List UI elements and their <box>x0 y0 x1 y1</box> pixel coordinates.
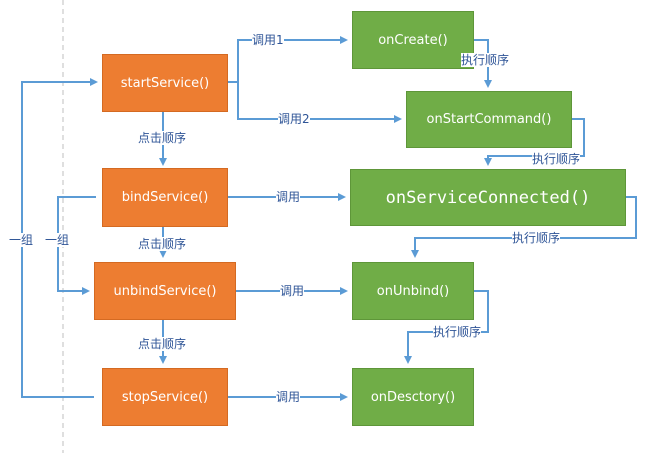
label-exec-order-2: 执行顺序 <box>532 152 581 166</box>
start-service-box: startService() <box>102 54 228 112</box>
on-service-connected-box: onServiceConnected() <box>350 169 626 226</box>
unbind-service-box: unbindService() <box>94 262 236 320</box>
on-start-command-box: onStartCommand() <box>406 91 572 148</box>
on-unbind-box: onUnbind() <box>352 262 474 320</box>
label-exec-order-3: 执行顺序 <box>512 231 561 245</box>
on-create-box: onCreate() <box>352 11 474 69</box>
arrow-onunbind-to-ondestroy <box>404 290 489 364</box>
arrow-start-to-oncreate <box>228 36 348 83</box>
bind-service-box: bindService() <box>102 168 228 227</box>
label-click-order-2: 点击顺序 <box>138 237 187 251</box>
arrow-start-to-onstartcommand <box>237 82 402 123</box>
label-call-unbind: 调用 <box>280 284 305 298</box>
label-group-outer: 一组 <box>9 233 34 247</box>
label-exec-order-4: 执行顺序 <box>433 325 482 339</box>
arrow-onserviceconnected-to-onunbind <box>411 196 637 258</box>
label-group-inner: 一组 <box>45 233 70 247</box>
label-call-2: 调用2 <box>278 112 310 126</box>
label-click-order-1: 点击顺序 <box>138 131 187 145</box>
label-call-1: 调用1 <box>252 33 284 47</box>
label-exec-order-1: 执行顺序 <box>461 53 510 67</box>
on-destroy-box: onDesctory() <box>352 368 474 426</box>
label-call-stop: 调用 <box>276 390 301 404</box>
label-call-bind: 调用 <box>276 190 301 204</box>
label-click-order-3: 点击顺序 <box>138 337 187 351</box>
stop-service-box: stopService() <box>102 368 228 426</box>
arrow-oncreate-to-onstartcommand <box>474 39 492 88</box>
arrow-onstartcommand-to-onserviceconnected <box>484 118 585 166</box>
